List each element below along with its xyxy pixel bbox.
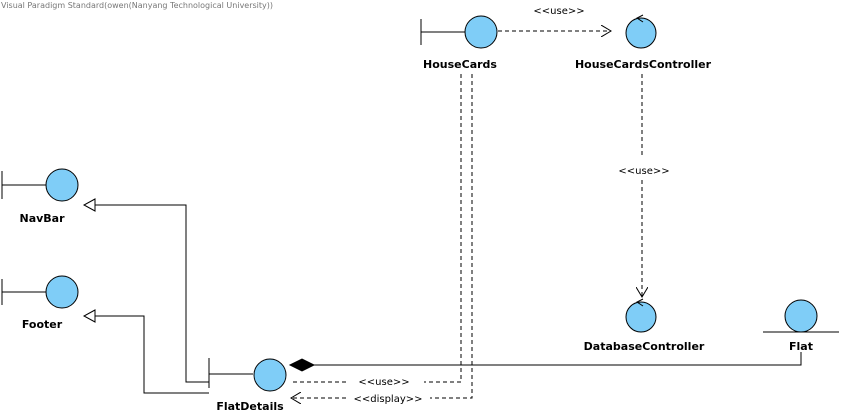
housecards-boundary[interactable]: HouseCards: [420, 15, 498, 71]
element-label: FlatDetails: [216, 400, 284, 413]
element-label: HouseCards: [423, 58, 497, 71]
use-dependency-housecards-flatdetails[interactable]: <<use>>: [290, 74, 462, 388]
flat-entity[interactable]: Flat: [763, 299, 839, 353]
boundary-icon: [1, 168, 79, 202]
element-label: DatabaseController: [584, 340, 705, 353]
entity-icon: [763, 299, 839, 333]
display-stereotype-label: <<display>>: [353, 394, 422, 405]
watermark: Visual Paradigm Standard(owen(Nanyang Te…: [1, 1, 274, 10]
use-dependency-housecards-controller[interactable]: <<use>>: [498, 6, 611, 31]
generalization-flatdetails-footer[interactable]: [82, 309, 209, 394]
housecardscontroller-control[interactable]: HouseCardsController: [575, 14, 712, 71]
footer-boundary[interactable]: Footer: [1, 275, 79, 331]
boundary-icon: [420, 15, 498, 49]
use-dependency-controller-database[interactable]: <<use>>: [618, 74, 670, 297]
databasecontroller-control[interactable]: DatabaseController: [584, 298, 705, 353]
boundary-icon: [1, 275, 79, 309]
element-label: HouseCardsController: [575, 58, 712, 71]
element-label: NavBar: [19, 212, 65, 225]
use-stereotype-label: <<use>>: [618, 166, 669, 177]
control-icon: [625, 14, 657, 49]
use-stereotype-label: <<use>>: [533, 6, 584, 17]
display-dependency-housecards-flatdetails[interactable]: <<display>>: [291, 74, 473, 405]
generalization-flatdetails-navbar[interactable]: [82, 198, 209, 383]
use-stereotype-label: <<use>>: [358, 377, 409, 388]
flatdetails-boundary[interactable]: FlatDetails: [208, 358, 287, 413]
element-label: Flat: [789, 340, 813, 353]
control-icon: [625, 298, 657, 333]
element-label: Footer: [22, 318, 63, 331]
navbar-boundary[interactable]: NavBar: [1, 168, 79, 225]
boundary-icon: [208, 358, 287, 392]
composition-flat-flatdetails[interactable]: [288, 352, 802, 372]
